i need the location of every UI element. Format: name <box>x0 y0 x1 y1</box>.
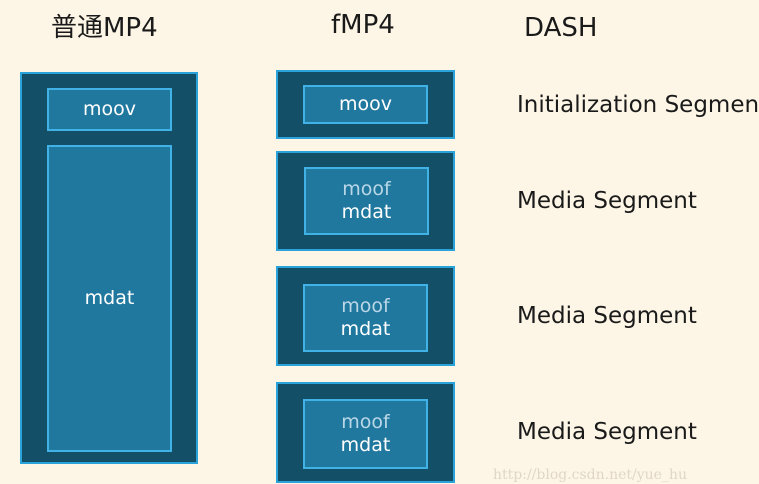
dash-heading: DASH <box>524 13 598 43</box>
moof-label: moof <box>342 178 391 200</box>
fmp4-moov-box: moov <box>303 85 428 124</box>
fmp4-moov-label: moov <box>338 93 392 115</box>
fmp4-fragment-box: moof mdat <box>276 151 455 251</box>
mp4-mdat-box: mdat <box>47 145 172 452</box>
dash-media-segment-label: Media Segment <box>517 419 697 445</box>
fmp4-fragment-inner: moof mdat <box>303 284 428 352</box>
moof-label: moof <box>341 411 390 433</box>
fmp4-fragment-inner: moof mdat <box>303 399 428 469</box>
mp4-mdat-label: mdat <box>84 287 135 309</box>
mdat-label: mdat <box>340 434 391 456</box>
blog-watermark: http://blog.csdn.net/yue_hu <box>493 467 688 483</box>
dash-media-segment-label: Media Segment <box>517 303 697 329</box>
mdat-label: mdat <box>340 318 391 340</box>
mp4-moov-box: moov <box>47 88 172 131</box>
moof-label: moof <box>341 295 390 317</box>
dash-init-segment-label: Initialization Segment <box>517 92 759 118</box>
mp4-heading: 普通MP4 <box>51 13 158 43</box>
mp4-moov-label: moov <box>82 98 136 120</box>
mp4-file-box: moov mdat <box>20 72 198 464</box>
fmp4-heading: fMP4 <box>331 10 395 40</box>
fmp4-fragment-box: moof mdat <box>276 382 455 483</box>
dash-media-segment-label: Media Segment <box>517 188 697 214</box>
fmp4-fragment-box: moof mdat <box>276 266 455 366</box>
fmp4-fragment-inner: moof mdat <box>304 167 429 235</box>
fmp4-init-box: moov <box>276 70 455 139</box>
mdat-label: mdat <box>341 201 392 223</box>
